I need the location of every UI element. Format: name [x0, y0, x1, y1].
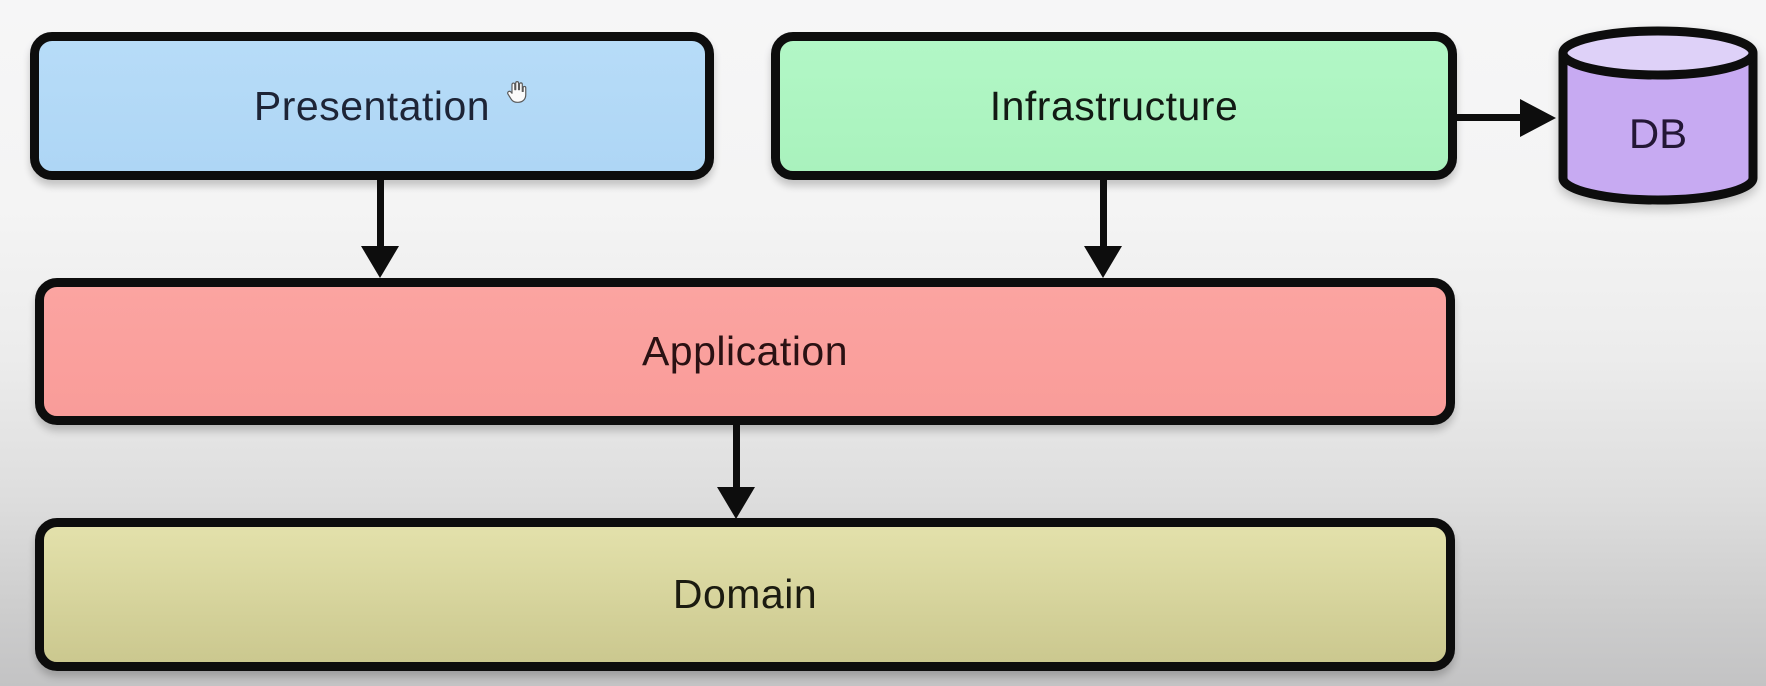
node-application-label: Application — [641, 328, 849, 374]
node-infrastructure[interactable]: Infrastructure — [771, 32, 1457, 180]
node-domain-label: Domain — [672, 571, 818, 617]
arrow-head-down-icon — [1084, 246, 1122, 278]
node-domain[interactable]: Domain — [35, 518, 1455, 671]
arrow-line — [1100, 180, 1107, 250]
database-cylinder-icon — [1558, 26, 1758, 205]
node-presentation[interactable]: Presentation — [30, 32, 714, 180]
arrow-line — [1457, 114, 1523, 121]
node-application[interactable]: Application — [35, 278, 1455, 425]
node-presentation-label: Presentation — [253, 82, 491, 129]
arrow-line — [733, 425, 740, 491]
arrow-head-down-icon — [717, 487, 755, 519]
arrow-head-right-icon — [1520, 99, 1556, 137]
hand-cursor-icon — [503, 79, 529, 105]
arrow-head-down-icon — [361, 246, 399, 278]
node-db-label: DB — [1628, 110, 1688, 157]
node-db-cylinder[interactable] — [1558, 26, 1758, 206]
arrow-line — [377, 180, 384, 250]
node-infrastructure-label: Infrastructure — [989, 82, 1239, 129]
